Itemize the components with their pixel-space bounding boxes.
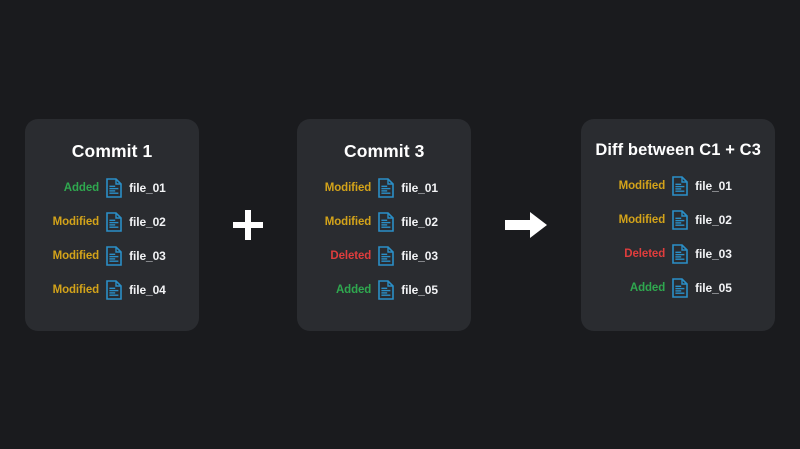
file-row: Added file_01 (39, 171, 185, 205)
right-arrow-icon (504, 209, 548, 241)
file-list: Modified file_01 M (311, 171, 457, 307)
status-label: Modified (324, 215, 372, 228)
file-name: file_03 (401, 248, 438, 263)
file-row: Deleted file_03 (595, 237, 761, 271)
panel-title: Commit 1 (71, 140, 153, 161)
file-icon (378, 177, 395, 198)
file-icon (106, 279, 122, 300)
status-label: Deleted (624, 247, 666, 260)
file-row: Added file_05 (311, 273, 457, 307)
file-icon (378, 211, 395, 232)
file-icon (378, 279, 395, 300)
file-row: Modified file_01 (311, 171, 457, 205)
file-name: file_03 (695, 246, 732, 261)
file-row: Modified file_03 (39, 239, 185, 273)
plus-sign-icon (231, 208, 265, 242)
file-icon (672, 243, 688, 264)
file-name: file_02 (695, 212, 732, 227)
file-name: file_04 (129, 282, 166, 297)
file-name: file_05 (695, 280, 732, 295)
plus-connector (199, 208, 297, 242)
file-list: Modified file_01 M (595, 169, 761, 305)
file-name: file_03 (129, 248, 166, 263)
status-label: Modified (52, 283, 100, 296)
arrow-connector (471, 209, 581, 241)
file-row: Modified file_02 (311, 205, 457, 239)
file-icon (378, 245, 395, 266)
file-row: Deleted file_03 (311, 239, 457, 273)
file-icon (106, 211, 122, 232)
status-label: Modified (52, 215, 100, 228)
status-label: Modified (52, 249, 100, 262)
panel-diff: Diff between C1 + C3 Modified (581, 118, 775, 331)
file-name: file_01 (695, 178, 732, 193)
status-label: Added (63, 181, 100, 194)
file-name: file_05 (401, 282, 438, 297)
file-icon (106, 245, 122, 266)
panel-title: Diff between C1 + C3 (595, 140, 761, 159)
panel-commit-3: Commit 3 Modified fi (297, 118, 472, 331)
file-row: Added file_05 (595, 271, 761, 305)
file-row: Modified file_02 (39, 205, 185, 239)
file-icon (106, 177, 122, 198)
file-icon (672, 209, 688, 230)
status-label: Added (629, 281, 666, 294)
file-name: file_02 (129, 214, 166, 229)
file-row: Modified file_02 (595, 203, 761, 237)
file-icon (672, 175, 688, 196)
file-icon (672, 277, 688, 298)
file-name: file_01 (129, 180, 166, 195)
file-row: Modified file_01 (595, 169, 761, 203)
status-label: Added (335, 283, 372, 296)
panel-commit-1: Commit 1 Added file_ (25, 118, 200, 331)
file-list: Added file_01 Modi (39, 171, 185, 307)
file-name: file_01 (401, 180, 438, 195)
status-label: Deleted (330, 249, 372, 262)
status-label: Modified (618, 179, 666, 192)
file-name: file_02 (401, 214, 438, 229)
status-label: Modified (618, 213, 666, 226)
file-row: Modified file_04 (39, 273, 185, 307)
panel-title: Commit 3 (343, 140, 425, 161)
status-label: Modified (324, 181, 372, 194)
